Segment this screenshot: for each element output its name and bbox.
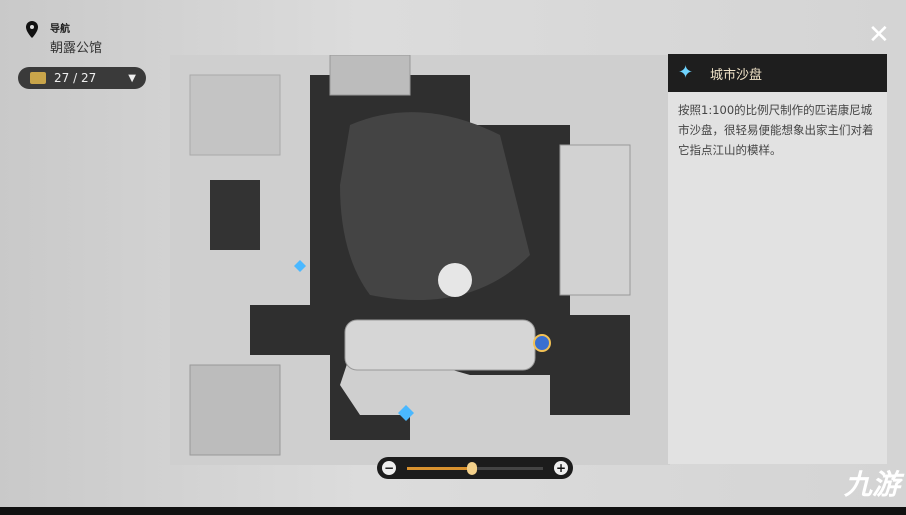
info-panel-description: 按照1:100的比例尺制作的匹诺康尼城市沙盘，很轻易便能想象出家主们对着它指点江… (678, 103, 874, 157)
zoom-slider[interactable]: − + (377, 457, 573, 479)
navigation-header: 导航 朝露公馆 (24, 20, 102, 56)
nav-label: 导航 (50, 24, 70, 35)
waypoint-marker[interactable] (398, 405, 414, 421)
waypoint-marker[interactable] (294, 260, 306, 272)
chevron-down-icon: ▼ (128, 72, 136, 84)
location-name: 朝露公馆 (50, 41, 103, 56)
teleport-marker[interactable] (533, 334, 551, 352)
zoom-in-button[interactable]: + (554, 461, 568, 475)
zoom-fill (407, 466, 473, 470)
chest-counter-dropdown[interactable]: 27 / 27 ▼ (18, 67, 146, 89)
info-panel-title: 城市沙盘 (710, 67, 763, 83)
zoom-track[interactable] (407, 461, 543, 475)
treasure-chest-icon (30, 72, 46, 84)
map-canvas[interactable] (170, 55, 670, 465)
watermark: 九游 (843, 468, 900, 501)
zoom-handle[interactable] (467, 461, 478, 475)
city-sandbox-icon: ✦ (678, 62, 694, 83)
zoom-out-button[interactable]: − (382, 461, 396, 475)
chest-count: 27 / 27 (54, 71, 97, 85)
location-pin-icon (26, 21, 38, 38)
close-button[interactable]: ✕ (868, 20, 890, 50)
info-panel: ✦ 城市沙盘 按照1:100的比例尺制作的匹诺康尼城市沙盘，很轻易便能想象出家主… (668, 54, 887, 464)
